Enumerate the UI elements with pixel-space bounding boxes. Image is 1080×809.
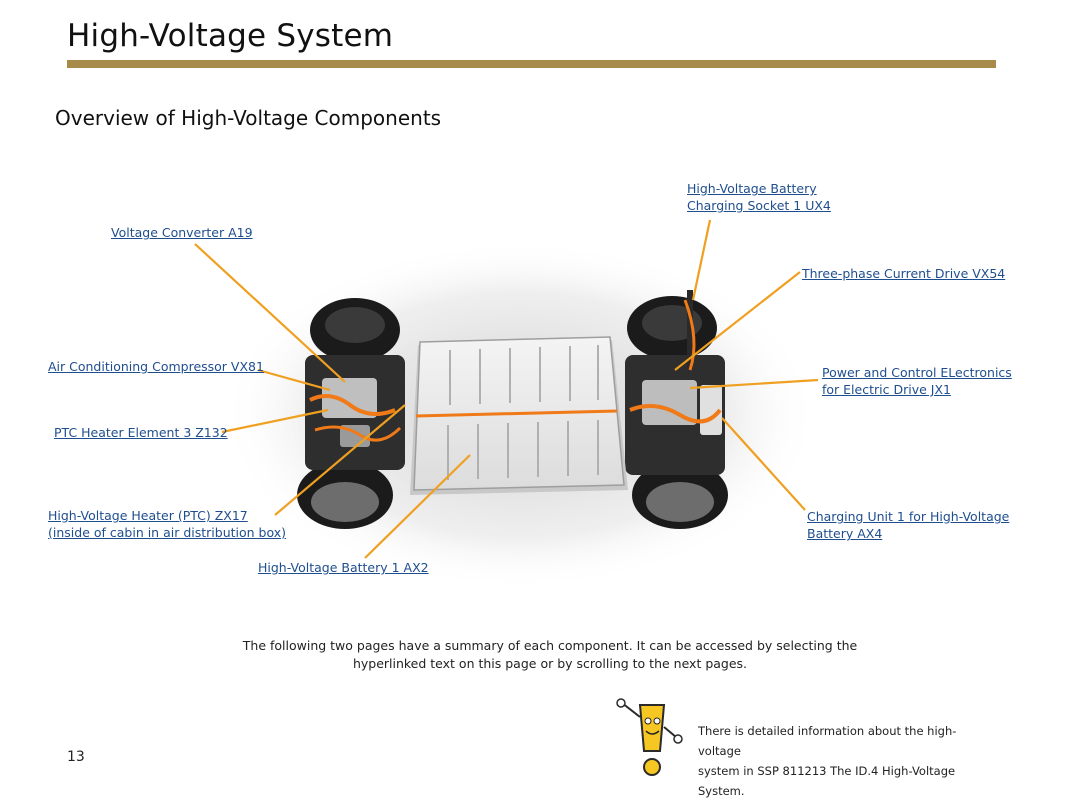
front-axle-assembly bbox=[305, 355, 405, 470]
link-ptc-heater-element[interactable]: PTC Heater Element 3 Z132 bbox=[54, 425, 228, 440]
section-title: Overview of High-Voltage Components bbox=[55, 106, 442, 130]
link-hv-heater[interactable]: High-Voltage Heater (PTC) ZX17 (inside o… bbox=[48, 508, 287, 540]
reference-note: There is detailed information about the … bbox=[698, 724, 957, 798]
summary-text: The following two pages have a summary o… bbox=[242, 638, 858, 671]
chassis-illustration bbox=[194, 219, 820, 590]
link-charging-socket[interactable]: High-Voltage Battery Charging Socket 1 U… bbox=[687, 181, 831, 213]
link-hv-battery[interactable]: High-Voltage Battery 1 AX2 bbox=[258, 560, 429, 575]
exclamation-mascot-icon bbox=[616, 698, 683, 776]
link-power-electronics[interactable]: Power and Control ELectronics for Electr… bbox=[822, 365, 1012, 397]
link-three-phase-drive[interactable]: Three-phase Current Drive VX54 bbox=[802, 266, 1006, 281]
leader-lines bbox=[194, 219, 819, 559]
title-divider bbox=[67, 60, 996, 68]
page-number: 13 bbox=[67, 749, 85, 765]
link-charging-unit[interactable]: Charging Unit 1 for High-Voltage Battery… bbox=[807, 509, 1010, 541]
link-voltage-converter[interactable]: Voltage Converter A19 bbox=[111, 225, 253, 240]
battery-pack bbox=[410, 336, 628, 495]
wheels bbox=[297, 296, 728, 529]
page-title: High-Voltage System bbox=[67, 18, 394, 54]
link-ac-compressor[interactable]: Air Conditioning Compressor VX81 bbox=[48, 359, 264, 374]
rear-axle-assembly bbox=[625, 290, 725, 475]
